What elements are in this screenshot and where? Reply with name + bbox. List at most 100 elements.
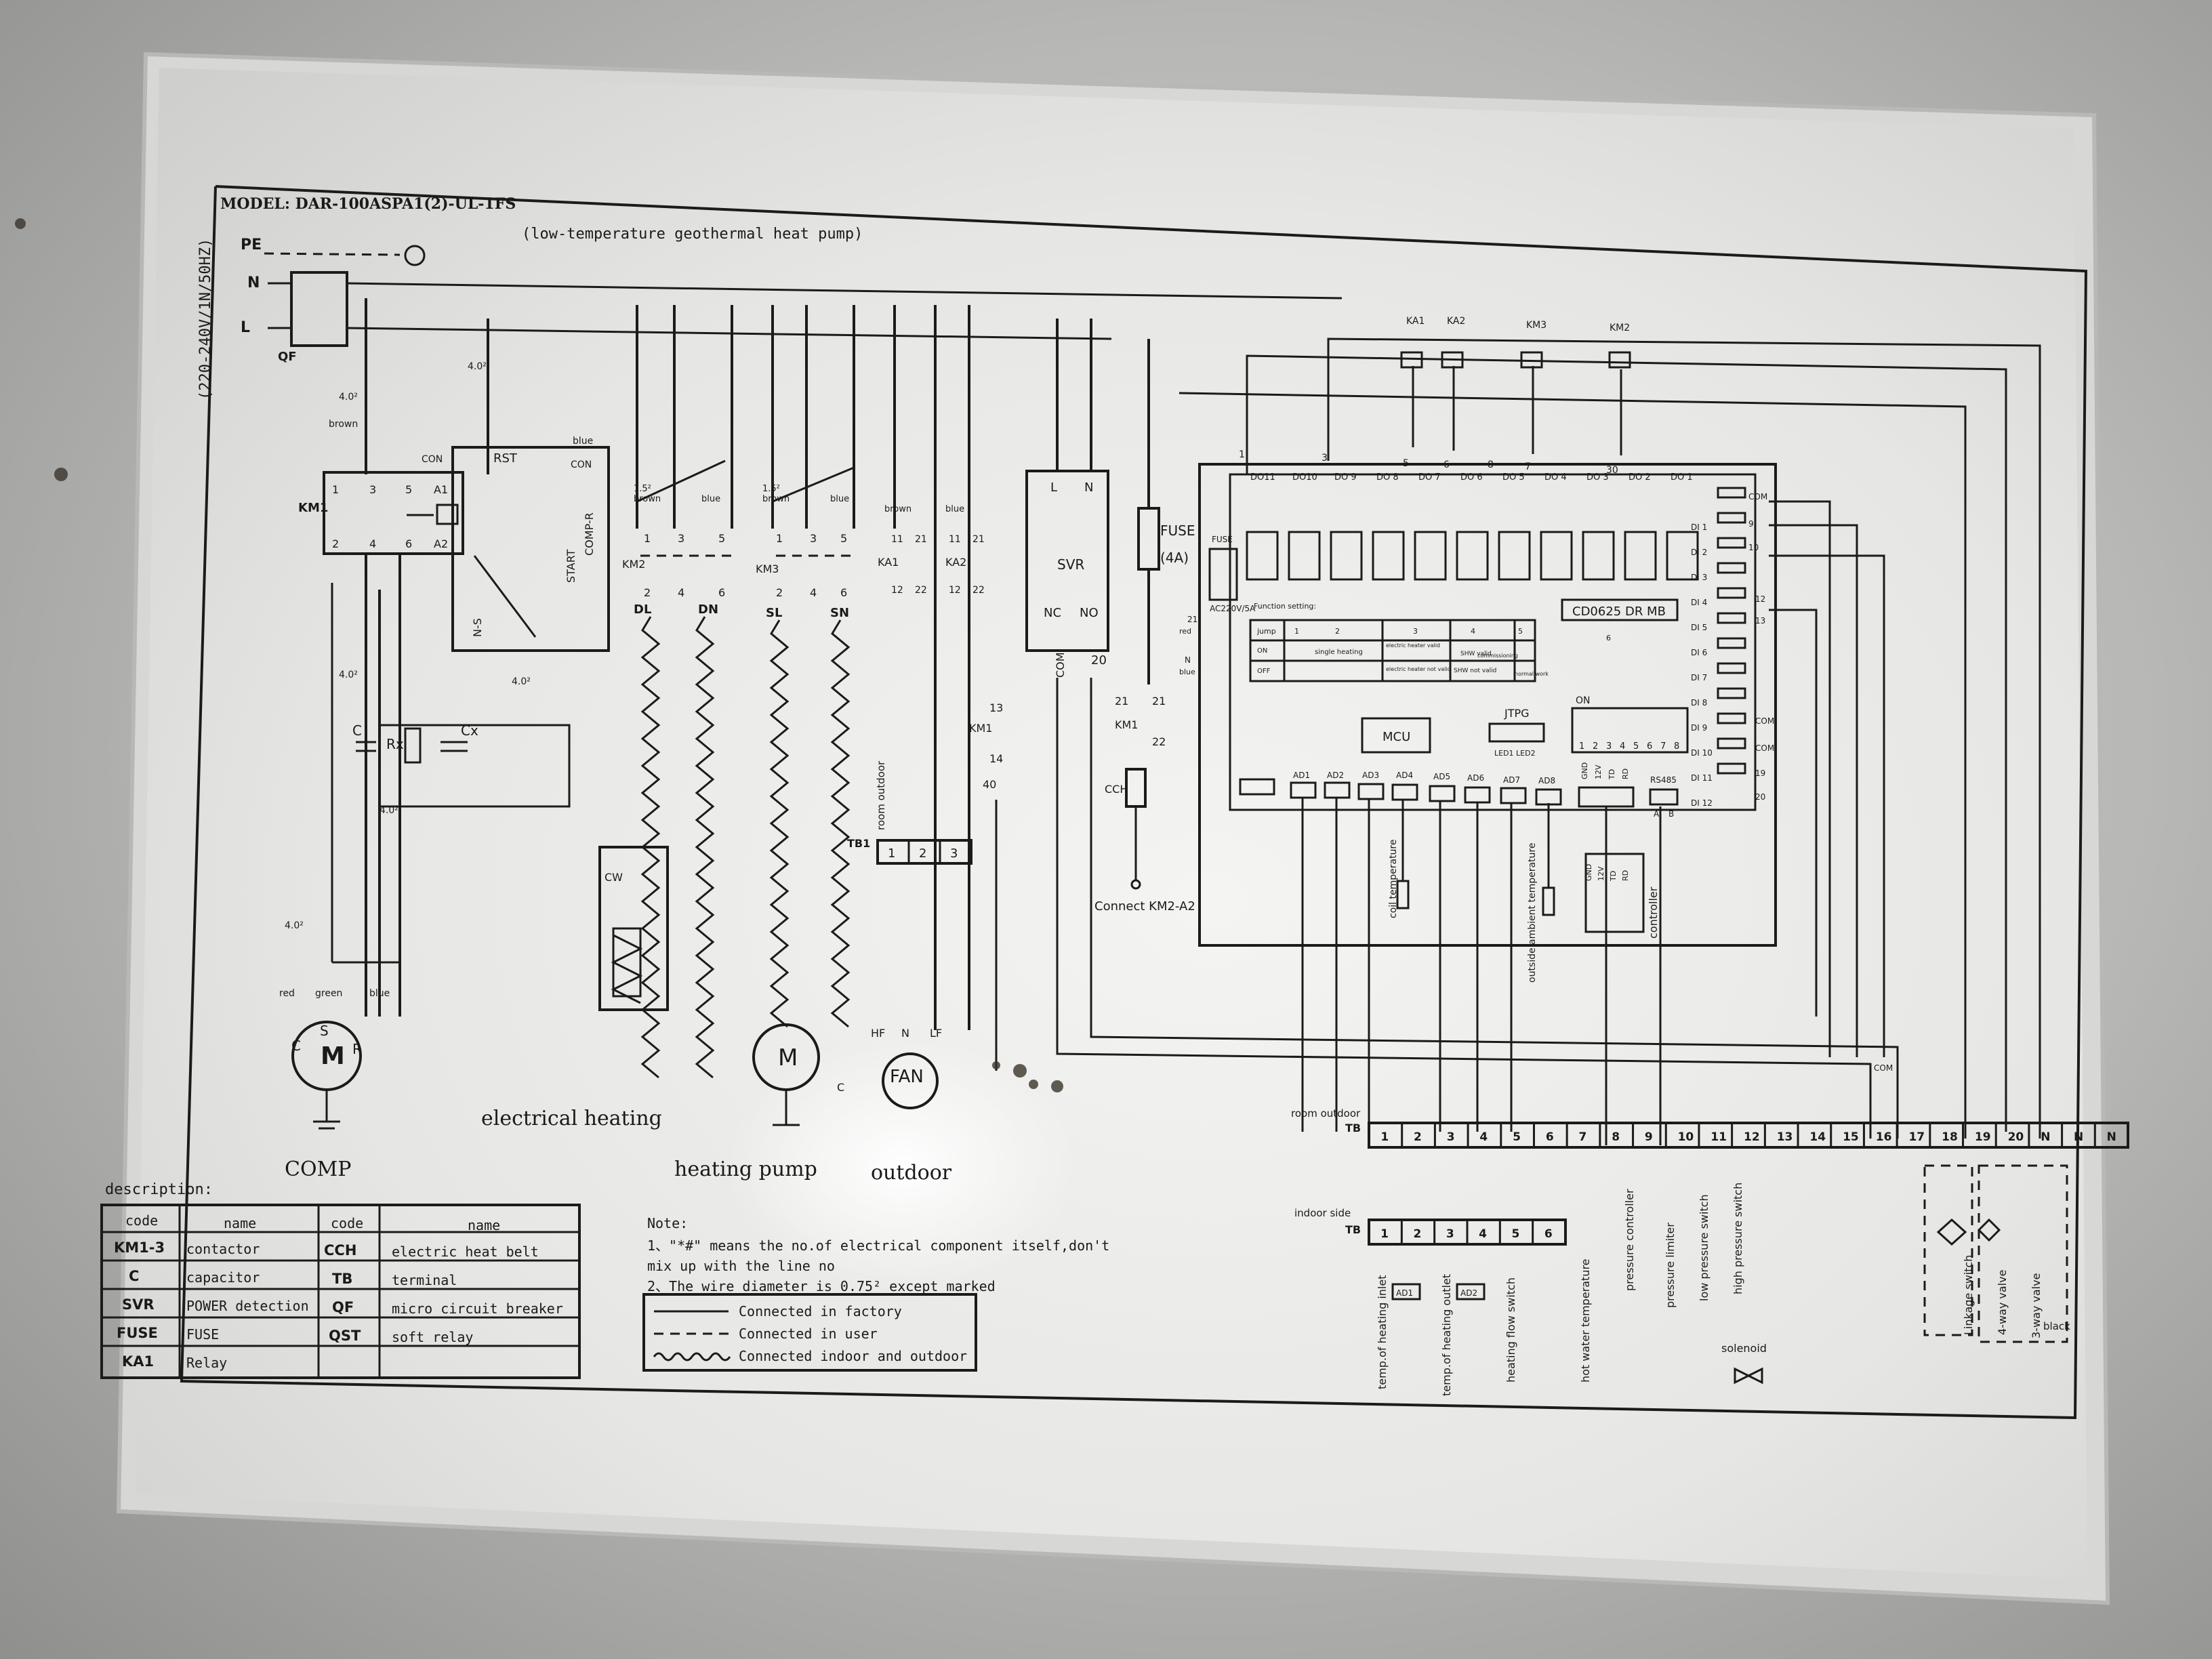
wire-brown: brown (329, 419, 358, 430)
sl-label: SL (766, 606, 782, 620)
svg-text:blue: blue (945, 504, 964, 514)
valve-symbols (1923, 1164, 2068, 1343)
tb1-terminal (876, 839, 972, 865)
legend-user: Connected in user (739, 1326, 878, 1342)
do5: DO 5 (1502, 472, 1525, 483)
sensor-hot-water: hot water temperature (1579, 1258, 1592, 1382)
comp-label: COMP (285, 1158, 351, 1181)
cw-switch-box (598, 846, 669, 1011)
svg-text:brown: brown (884, 504, 912, 514)
svg-text:4: 4 (1471, 627, 1475, 636)
model-subtitle: (low-temperature geothermal heat pump) (522, 226, 863, 243)
tb-indoor-terminal: 1 (1380, 1227, 1389, 1241)
jtpg-label: JTPG (1504, 707, 1530, 720)
sensor-4way: 4-way valve (1996, 1270, 2009, 1335)
supply-label: (220-240V/1N/50HZ) (197, 239, 214, 400)
connect-km2-label: Connect KM2-A2 (1094, 899, 1195, 914)
flash-glare (725, 1037, 1078, 1294)
svg-text:12: 12 (1755, 594, 1765, 604)
sensor-heating-inlet: temp.of heating inlet (1376, 1275, 1389, 1390)
ad8: AD8 (1538, 776, 1555, 785)
dl-label: DL (634, 602, 651, 617)
ad-connectors (1239, 778, 1679, 808)
ad1: AD1 (1293, 771, 1310, 780)
soft-starter (451, 446, 610, 652)
ad7: AD7 (1503, 775, 1520, 785)
svg-text:21: 21 (1187, 615, 1197, 624)
wire-blue: blue (573, 436, 593, 447)
relay-km2: KM2 (1610, 323, 1630, 333)
fan-label-in-motor: FAN (890, 1067, 924, 1087)
svg-text:A2: A2 (434, 537, 448, 550)
ad6: AD6 (1467, 773, 1484, 783)
di12: DI 12 (1691, 798, 1713, 808)
do7: DO 7 (1418, 472, 1441, 483)
svg-text:ON: ON (1257, 647, 1267, 655)
fuse-rating: (4A) (1160, 550, 1189, 566)
svg-text:10: 10 (1748, 543, 1759, 552)
do11: DO11 (1250, 472, 1275, 483)
svg-text:11: 11 (949, 534, 961, 545)
relay-ka1: KA1 (1406, 316, 1425, 327)
do10: DO10 (1292, 472, 1317, 483)
desc-row1-code: KM1-3 (114, 1240, 165, 1256)
sensor-pressure-limiter: pressure limiter (1664, 1223, 1677, 1308)
board-inner (1229, 473, 1757, 811)
svg-text:SHW valid: SHW valid (1460, 651, 1492, 657)
s-terminal: S (320, 1023, 329, 1039)
desc-row1-name: contactor (186, 1241, 260, 1257)
svg-text:6: 6 (405, 537, 412, 550)
con-label-a: CON (422, 454, 443, 465)
svg-text:5: 5 (405, 483, 412, 496)
svg-text:B: B (1668, 809, 1674, 819)
svg-text:LED1 LED2: LED1 LED2 (1494, 749, 1536, 758)
svg-text:NO: NO (1080, 606, 1099, 620)
svg-text:2: 2 (919, 846, 926, 861)
sensor-low-pressure: low pressure switch (1698, 1194, 1711, 1301)
board-fuse (1208, 548, 1238, 601)
svg-text:5: 5 (1518, 627, 1523, 636)
tb-indoor-terminal: 2 (1414, 1227, 1422, 1241)
do3: DO 3 (1586, 472, 1609, 483)
cch-label: CCH (1105, 783, 1128, 796)
description-title: description: (105, 1181, 213, 1198)
wire-4-0-d: 4.0² (512, 676, 531, 687)
svr-label: SVR (1057, 556, 1084, 573)
svg-text:N: N (1084, 480, 1093, 495)
tb-outdoor-terminal: 14 (1809, 1130, 1826, 1144)
tb1-room-label: room outdoor (875, 760, 887, 830)
outdoor-label: outdoor (871, 1161, 952, 1185)
tb-outdoor-terminal: 9 (1645, 1130, 1653, 1144)
solenoid-valve (1734, 1367, 1763, 1385)
km3-label: KM3 (756, 562, 779, 575)
svg-text:7: 7 (1660, 741, 1666, 752)
note-line-2: mix up with the line no (647, 1258, 835, 1274)
di-com-a: COM (1748, 492, 1767, 501)
tb-outdoor-terminal: 15 (1843, 1130, 1859, 1144)
c-label: C (352, 722, 362, 739)
tb-outdoor-terminal: 18 (1942, 1130, 1958, 1144)
svg-text:2: 2 (1335, 627, 1340, 636)
svg-text:TD: TD (1607, 769, 1616, 780)
heating-label: electrical heating (481, 1107, 662, 1130)
ptc-label: N-S (471, 618, 484, 637)
mcu-label: MCU (1382, 730, 1410, 744)
tb-outdoor-label: TB (1345, 1122, 1361, 1134)
di2: DI 2 (1691, 548, 1707, 557)
desc-row5-code: KA1 (122, 1353, 154, 1370)
ad1-indoor: AD1 (1396, 1288, 1413, 1298)
svg-text:jump: jump (1256, 627, 1276, 636)
di-com-b: COM (1755, 716, 1774, 726)
note-title: Note: (647, 1215, 688, 1231)
svg-text:COM: COM (1054, 652, 1067, 678)
ambient-temperature: outside ambient temperature (1527, 843, 1538, 983)
svg-text:5: 5 (718, 532, 725, 545)
svg-text:3: 3 (810, 532, 817, 545)
desc-row3-code2: QF (332, 1299, 354, 1315)
wire-4-0-f: 4.0² (285, 920, 304, 931)
sensor-heating-outlet: temp.of heating outlet (1440, 1274, 1453, 1396)
svg-text:A1: A1 (434, 483, 448, 496)
svg-text:12V: 12V (1597, 866, 1605, 881)
